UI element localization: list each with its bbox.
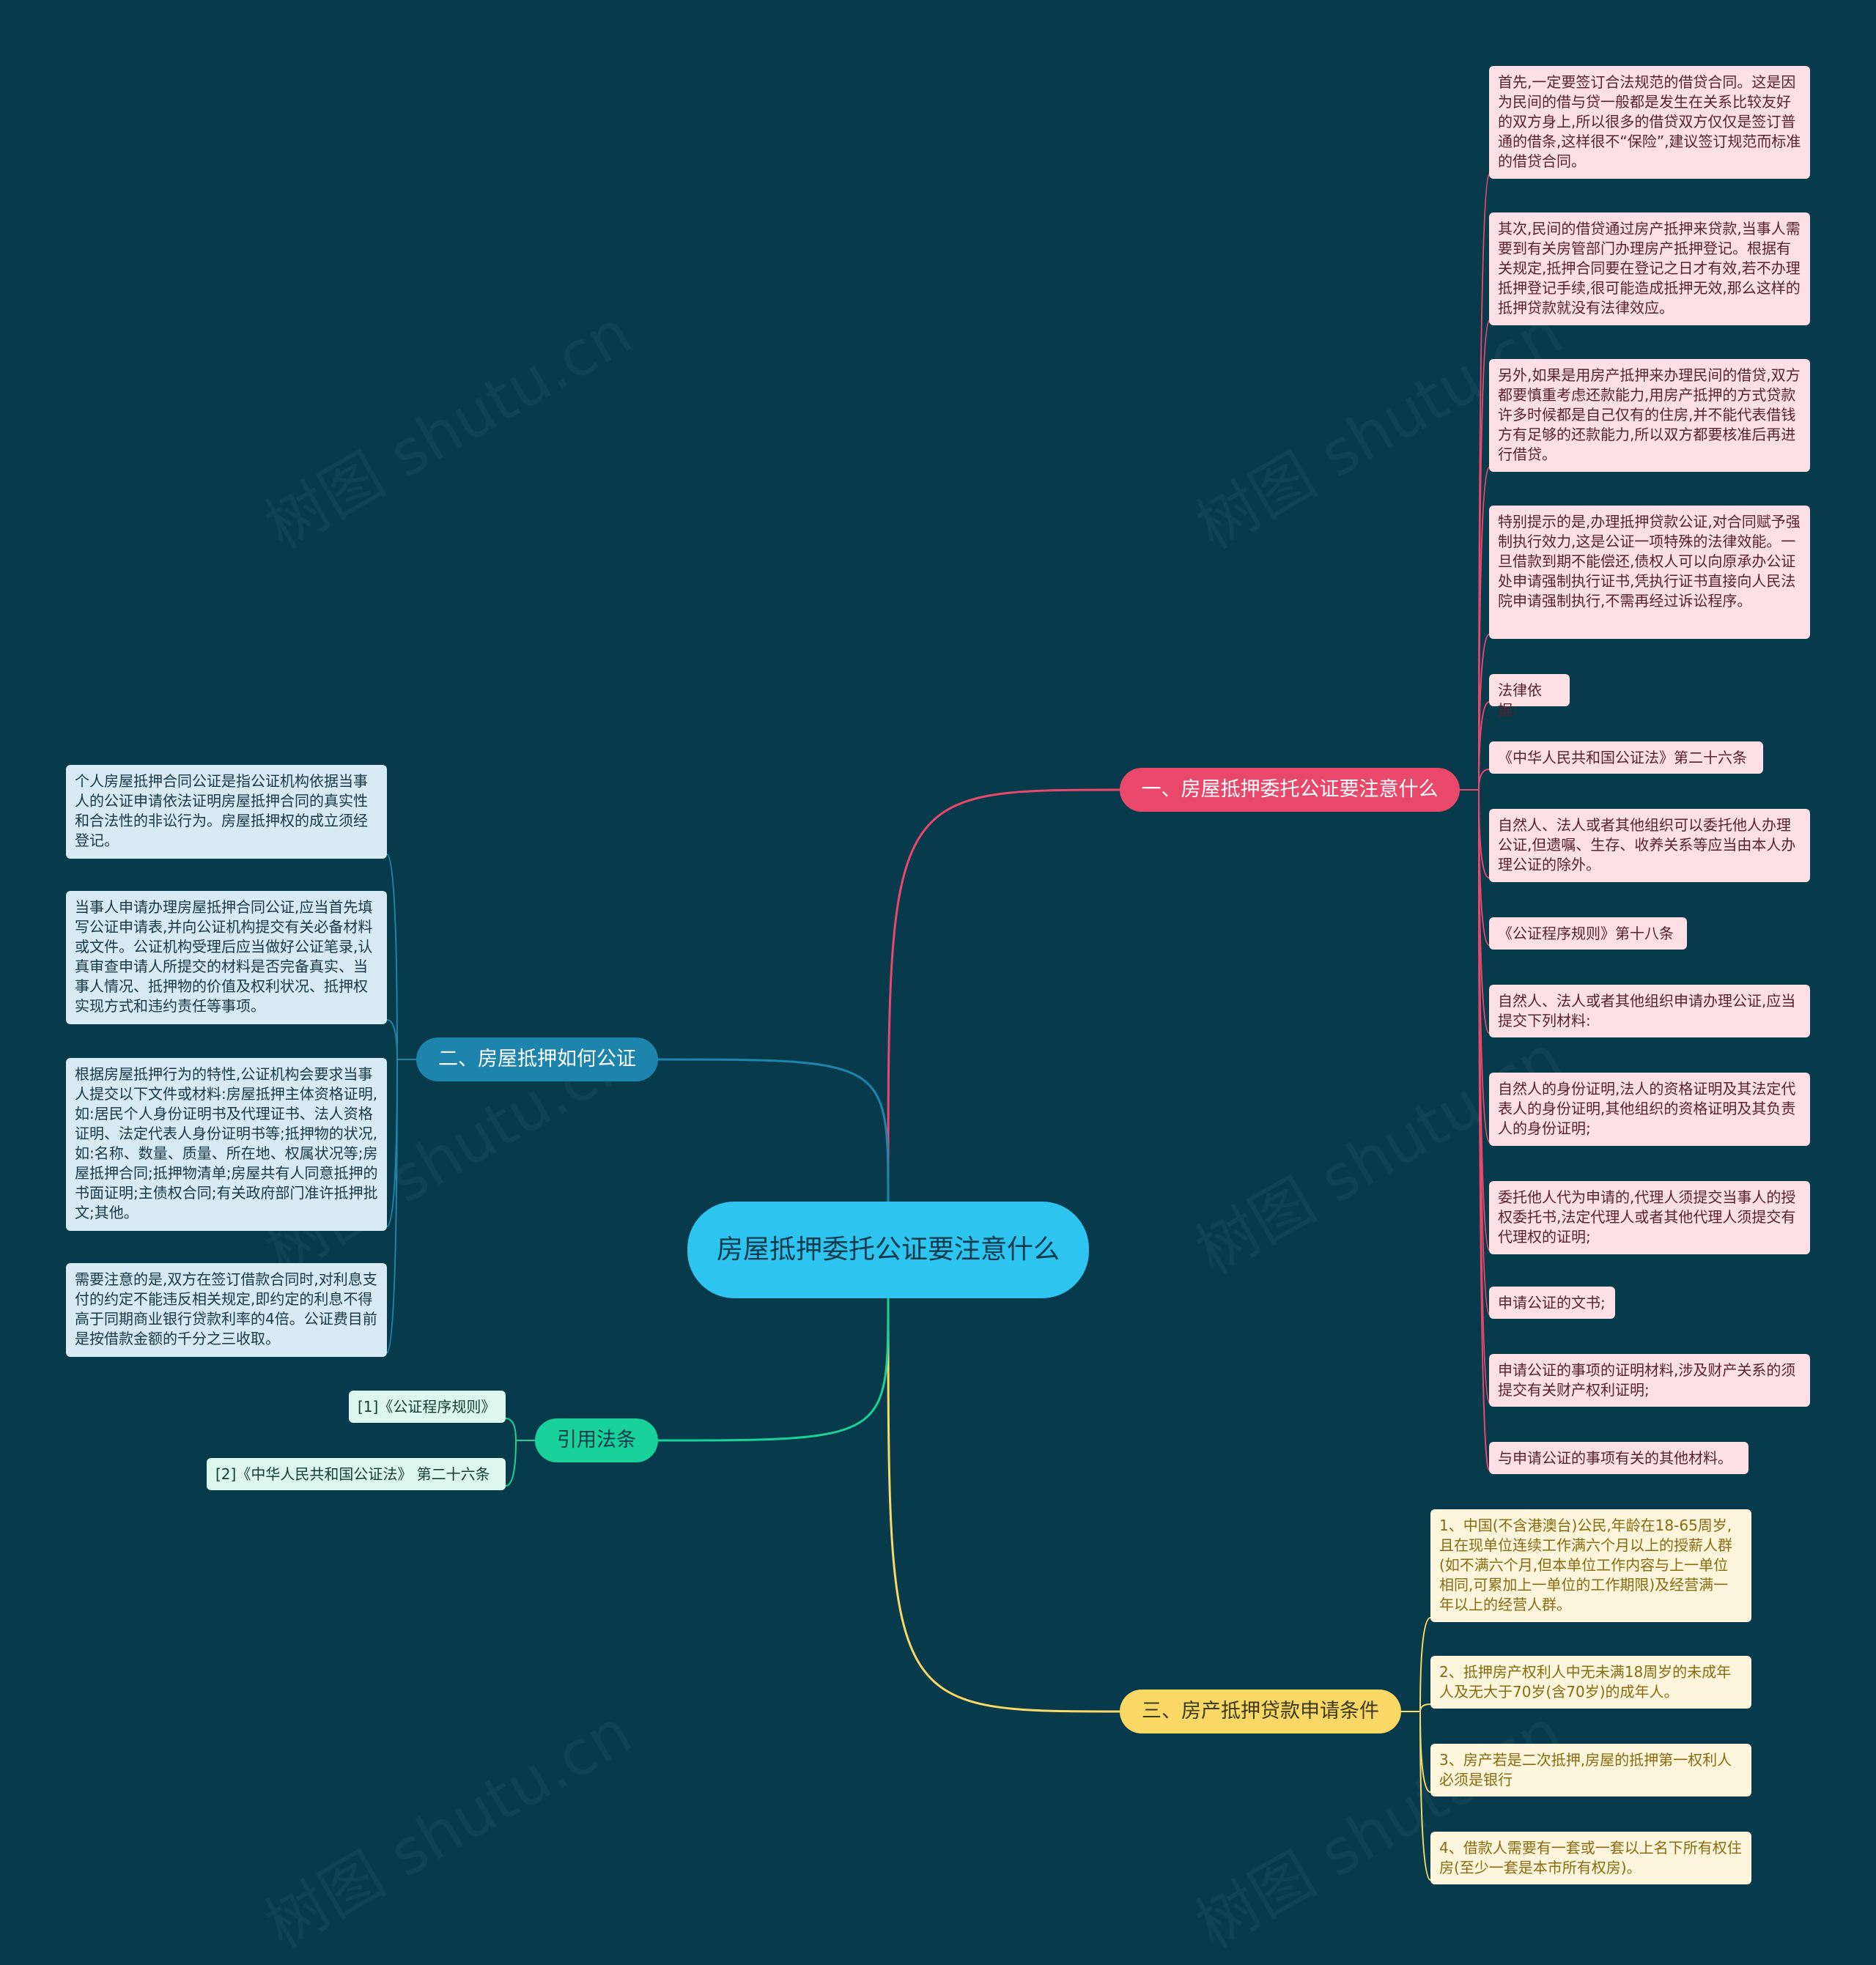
leaf-card[interactable]: 自然人、法人或者其他组织可以委托他人办理公证,但遗嘱、生存、收养关系等应当由本人… bbox=[1489, 809, 1810, 882]
leaf-card[interactable]: 申请公证的文书; bbox=[1489, 1287, 1615, 1319]
leaf-card[interactable]: 1、中国(不含港澳台)公民,年龄在18-65周岁,且在现单位连续工作满六个月以上… bbox=[1430, 1509, 1751, 1622]
branch-leaf-connector bbox=[1459, 174, 1490, 791]
leaf-card[interactable]: 《中华人民共和国公证法》第二十六条 bbox=[1489, 741, 1763, 774]
leaf-card[interactable]: 自然人、法人或者其他组织申请办理公证,应当提交下列材料: bbox=[1489, 985, 1810, 1037]
branch-notarization-notes[interactable]: 一、房屋抵押委托公证要注意什么 bbox=[1120, 768, 1460, 812]
branch-leaf-connector bbox=[1400, 1703, 1431, 1712]
branch-leaf-connector bbox=[1459, 634, 1490, 791]
branch-leaf-connector bbox=[1400, 1617, 1431, 1712]
branch-leaf-connector bbox=[1459, 789, 1490, 1315]
branch-loan-conditions[interactable]: 三、房产抵押贷款申请条件 bbox=[1120, 1690, 1401, 1733]
leaf-card[interactable]: 法律依据: bbox=[1489, 674, 1570, 719]
branch-leaf-connector bbox=[505, 1418, 536, 1441]
leaf-card[interactable]: 根据房屋抵押行为的特性,公证机构会要求当事人提交以下文件或材料:房屋抵押主体资格… bbox=[66, 1058, 387, 1231]
leaf-card[interactable]: [1]《公证程序规则》 bbox=[349, 1391, 506, 1423]
root-topic[interactable]: 房屋抵押委托公证要注意什么 bbox=[687, 1202, 1089, 1298]
branch-leaf-connector bbox=[1459, 320, 1490, 791]
leaf-card[interactable]: 与申请公证的事项有关的其他材料。 bbox=[1489, 1442, 1748, 1474]
leaf-card[interactable]: [2]《中华人民共和国公证法》 第二十六条 bbox=[207, 1458, 506, 1490]
branch-leaf-connector bbox=[1400, 1711, 1431, 1881]
leaf-card[interactable]: 需要注意的是,双方在签订借款合同时,对利息支付的约定不能违反相关规定,即约定的利… bbox=[66, 1263, 387, 1357]
leaf-card[interactable]: 3、房产若是二次抵押,房屋的抵押第一权利人必须是银行 bbox=[1430, 1744, 1751, 1796]
branch-cited-laws[interactable]: 引用法条 bbox=[535, 1418, 658, 1462]
root-branch-connector bbox=[657, 1058, 890, 1203]
branch-leaf-connector bbox=[1459, 467, 1490, 791]
leaf-card[interactable]: 《公证程序规则》第十八条 bbox=[1489, 917, 1687, 950]
leaf-card[interactable]: 当事人申请办理房屋抵押合同公证,应当首先填写公证申请表,并向公证机构提交有关必备… bbox=[66, 891, 387, 1024]
branch-leaf-connector bbox=[505, 1440, 536, 1487]
branch-leaf-connector bbox=[1459, 701, 1490, 791]
branch-leaf-connector bbox=[386, 1059, 417, 1227]
leaf-card[interactable]: 2、抵押房产权利人中无未满18周岁的未成年人及无大于70岁(含70岁)的成年人。 bbox=[1430, 1656, 1751, 1709]
root-branch-connector bbox=[657, 1297, 890, 1442]
branch-leaf-connector bbox=[1459, 789, 1490, 1034]
root-branch-connector bbox=[887, 788, 1121, 1203]
branch-leaf-connector bbox=[386, 1019, 417, 1060]
leaf-card[interactable]: 4、借款人需要有一套或一套以上名下所有权住房(至少一套是本市所有权房)。 bbox=[1430, 1832, 1751, 1884]
branch-leaf-connector bbox=[1459, 789, 1490, 1470]
branch-leaf-connector bbox=[1459, 789, 1490, 1142]
leaf-card[interactable]: 特别提示的是,办理抵押贷款公证,对合同赋予强制执行效力,这是公证一项特殊的法律效… bbox=[1489, 506, 1810, 639]
branch-leaf-connector bbox=[1459, 769, 1490, 791]
branch-how-to-notarize[interactable]: 二、房屋抵押如何公证 bbox=[416, 1037, 658, 1081]
leaf-card[interactable]: 首先,一定要签订合法规范的借贷合同。这是因为民间的借与贷一般都是发生在关系比较友… bbox=[1489, 66, 1810, 179]
branch-leaf-connector bbox=[1459, 789, 1490, 878]
leaf-card[interactable]: 其次,民间的借贷通过房产抵押来贷款,当事人需要到有关房管部门办理房产抵押登记。根… bbox=[1489, 212, 1810, 325]
branch-leaf-connector bbox=[386, 1059, 417, 1353]
branch-leaf-connector bbox=[1459, 789, 1490, 1403]
leaf-card[interactable]: 自然人的身份证明,法人的资格证明及其法定代表人的身份证明,其他组织的资格证明及其… bbox=[1489, 1073, 1810, 1146]
branch-leaf-connector bbox=[1459, 789, 1490, 946]
branch-leaf-connector bbox=[386, 854, 417, 1060]
branch-leaf-connector bbox=[1400, 1711, 1431, 1793]
root-branch-connector bbox=[887, 1297, 1121, 1713]
leaf-card[interactable]: 个人房屋抵押合同公证是指公证机构依据当事人的公证申请依法证明房屋抵押合同的真实性… bbox=[66, 765, 387, 859]
leaf-card[interactable]: 另外,如果是用房产抵押来办理民间的借贷,双方都要慎重考虑还款能力,用房产抵押的方… bbox=[1489, 359, 1810, 472]
leaf-card[interactable]: 申请公证的事项的证明材料,涉及财产关系的须提交有关财产权利证明; bbox=[1489, 1354, 1810, 1407]
leaf-card[interactable]: 委托他人代为申请的,代理人须提交当事人的授权委托书,法定代理人或者其他代理人须提… bbox=[1489, 1181, 1810, 1254]
